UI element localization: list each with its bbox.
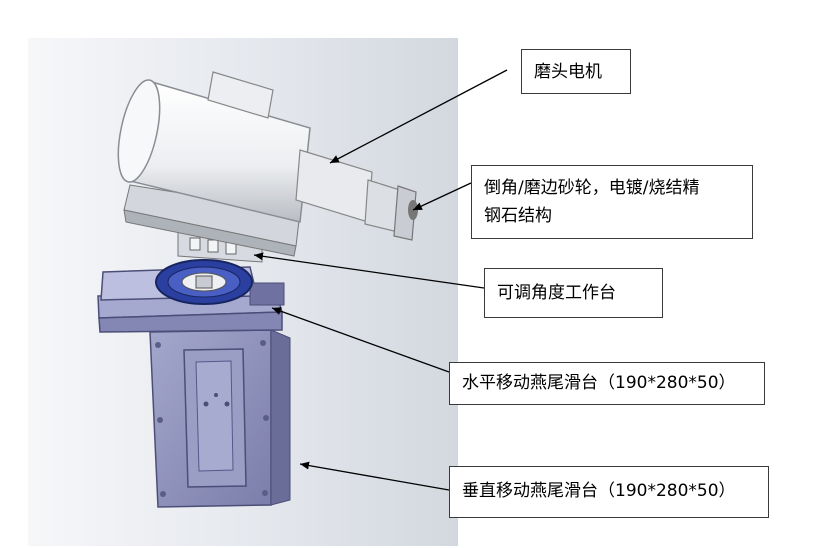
motor-label: 磨头电机 — [534, 62, 602, 82]
table-arrow — [253, 252, 485, 289]
vslide-arrow — [299, 461, 450, 491]
callout-arrows — [253, 69, 508, 491]
wheel-arrow — [412, 182, 472, 211]
wheel-label-line1: 倒角/磨边砂轮，电镀/烧结精 — [484, 178, 700, 198]
grinding-wheel — [155, 259, 253, 305]
horizontal-slide-callout: 水平移动燕尾滑台（190*280*50） — [449, 362, 765, 405]
table-label: 可调角度工作台 — [497, 283, 616, 303]
wheel-label-line2: 钢石结构 — [484, 206, 552, 226]
table-callout: 可调角度工作台 — [484, 268, 663, 318]
horizontal-slide-label: 水平移动燕尾滑台（190*280*50） — [462, 373, 736, 393]
grinding-motor — [117, 71, 418, 241]
vertical-slide-label: 垂直移动燕尾滑台（190*280*50） — [462, 481, 736, 501]
vertical-slide — [149, 329, 291, 508]
hslide-arrow — [271, 307, 450, 373]
wheel-callout: 倒角/磨边砂轮，电镀/烧结精 钢石结构 — [471, 165, 753, 239]
motor-arrow — [329, 69, 508, 164]
motor-callout: 磨头电机 — [521, 49, 631, 94]
vertical-slide-callout: 垂直移动燕尾滑台（190*280*50） — [449, 466, 769, 518]
